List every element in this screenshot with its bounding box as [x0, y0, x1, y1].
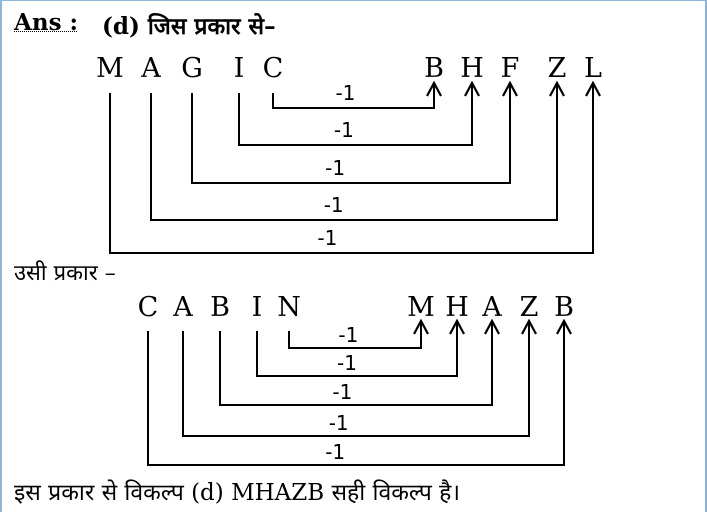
- puzzle2-target-letter: B: [554, 292, 574, 323]
- puzzle1-link-line: [191, 85, 511, 184]
- puzzle2-link-line: [147, 323, 565, 466]
- puzzle2-shift-label: -1: [337, 351, 357, 375]
- puzzle1-shift-label: -1: [324, 193, 344, 217]
- puzzle1-target-letter: L: [584, 53, 602, 84]
- puzzle1-shift-label: -1: [317, 226, 337, 250]
- puzzle1-link-line: [150, 85, 558, 221]
- puzzle1-shift-label: -1: [325, 156, 345, 180]
- puzzle1-arrow-head: [502, 80, 518, 97]
- puzzle1-arrow-head: [464, 80, 480, 97]
- puzzle1-source-letter: C: [263, 53, 284, 84]
- puzzle2-shift-label: -1: [338, 323, 358, 347]
- puzzle1-shift-label: -1: [334, 118, 354, 142]
- puzzle1-arrow-head: [549, 80, 565, 97]
- puzzle2-arrow-head: [484, 318, 500, 335]
- puzzle2-source-letter: N: [277, 292, 301, 323]
- puzzle1-source-letter: A: [140, 53, 161, 84]
- puzzle1-source-letter: I: [234, 53, 245, 84]
- puzzle2-arrow-head: [449, 318, 465, 335]
- puzzle1-target-letter: Z: [548, 53, 567, 84]
- puzzle1-target-letter: F: [501, 53, 520, 84]
- puzzle2-target-letter: M: [407, 292, 435, 323]
- puzzle1-target-letter: H: [460, 53, 484, 84]
- puzzle2-link-line: [182, 323, 530, 437]
- puzzle2-arrow-head: [413, 318, 429, 335]
- puzzle2-shift-label: -1: [329, 411, 349, 435]
- puzzle2-target-letter: H: [445, 292, 469, 323]
- conclusion-text: इस प्रकार से विकल्प (d) MHAZB सही विकल्प…: [14, 480, 461, 506]
- puzzle2-target-letter: Z: [520, 292, 539, 323]
- puzzle1-link-line: [109, 85, 594, 254]
- puzzle2-arrow-head: [556, 318, 572, 335]
- puzzle2-link-line: [256, 323, 458, 377]
- puzzle2-link-line: [219, 323, 493, 406]
- puzzle1-link-line: [238, 85, 473, 146]
- puzzle2-target-letter: A: [481, 292, 502, 323]
- puzzle2-source-letter: B: [210, 292, 230, 323]
- puzzle1-arrow-head: [585, 80, 601, 97]
- puzzle2-shift-label: -1: [325, 440, 345, 464]
- puzzle1-source-letter: G: [181, 53, 203, 84]
- puzzle1-link-line: [272, 85, 435, 109]
- answer-label: Ans :: [14, 9, 79, 36]
- puzzle1-arrow-head: [426, 80, 442, 97]
- puzzle2-source-letter: A: [172, 292, 193, 323]
- puzzle2-shift-label: -1: [332, 380, 352, 404]
- puzzle2-link-line: [288, 323, 422, 349]
- transition-text: उसी प्रकार –: [14, 261, 116, 286]
- puzzle1-target-letter: B: [424, 53, 444, 84]
- puzzle2-arrow-head: [521, 318, 537, 335]
- puzzle1-source-letter: M: [96, 53, 124, 84]
- puzzle2-source-letter: C: [138, 292, 159, 323]
- puzzle2-source-letter: I: [252, 292, 263, 323]
- answer-intro: (d) जिस प्रकार से–: [102, 13, 276, 40]
- puzzle1-shift-label: -1: [335, 81, 355, 105]
